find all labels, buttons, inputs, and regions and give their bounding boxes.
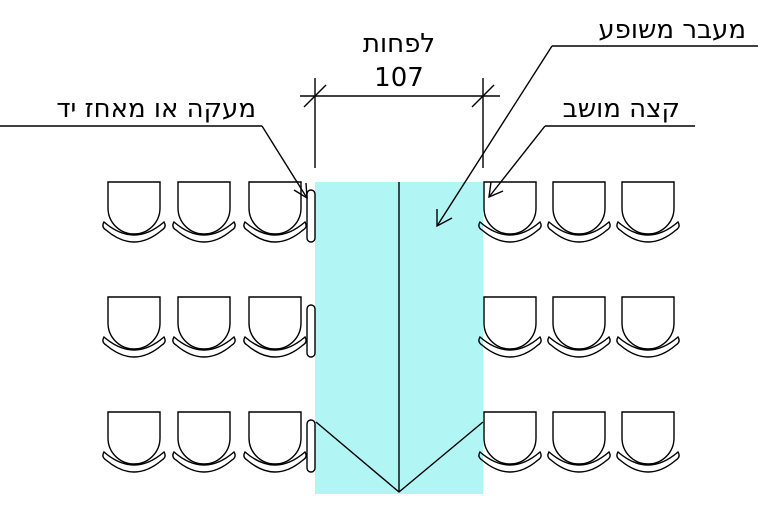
- seat: [243, 296, 307, 358]
- seat: [478, 181, 542, 243]
- seat: [547, 411, 611, 473]
- seat: [172, 411, 236, 473]
- seat: [102, 181, 166, 243]
- seat: [547, 181, 611, 243]
- handrail-segment: [306, 419, 316, 473]
- seat: [172, 181, 236, 243]
- seat: [478, 296, 542, 358]
- seating-group: [102, 181, 680, 473]
- seat: [616, 411, 680, 473]
- seat: [616, 296, 680, 358]
- aisle-label: מעבר משופע: [598, 15, 746, 45]
- seat: [547, 296, 611, 358]
- seat: [243, 411, 307, 473]
- seat: [616, 181, 680, 243]
- seat-edge-leader: [488, 125, 695, 199]
- handrail-segment: [306, 189, 316, 243]
- handrails: [306, 189, 316, 473]
- dimension-value: 107: [374, 63, 424, 93]
- seat: [243, 181, 307, 243]
- railing-leader: [0, 125, 308, 200]
- seat-edge-label: קצה מושב: [563, 94, 680, 124]
- aisle-slope-lines: [315, 421, 484, 493]
- seat: [172, 296, 236, 358]
- aisle-leader: [436, 45, 758, 228]
- handrail-segment: [306, 304, 316, 358]
- seat: [102, 411, 166, 473]
- dimension-word: לפחות: [363, 29, 435, 59]
- seat: [478, 411, 542, 473]
- railing-label: מעקה או מאחז יד: [56, 94, 256, 124]
- seat: [102, 296, 166, 358]
